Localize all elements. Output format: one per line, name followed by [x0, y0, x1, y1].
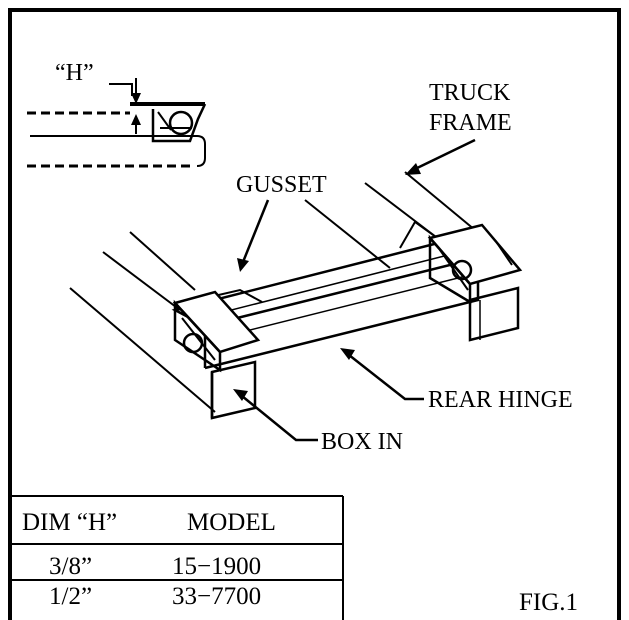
- rear-hinge-assembly: [171, 220, 523, 420]
- box-in-callout: BOX IN: [321, 429, 403, 455]
- truck-frame-callout-line2: FRAME: [429, 110, 512, 136]
- truck-frame-rails: [69, 171, 476, 413]
- truck-frame-callout-line1: TRUCK: [429, 80, 511, 106]
- table-cell-model: 15−1900: [172, 553, 261, 580]
- figure-border: [8, 8, 621, 620]
- detail-inset: [27, 78, 207, 168]
- figure-label: FIG.1: [519, 589, 578, 616]
- table-header-model: MODEL: [187, 509, 276, 536]
- rear-hinge-callout: REAR HINGE: [428, 387, 573, 413]
- table-cell-model: 33−7700: [172, 583, 261, 610]
- table-header-dim: DIM “H”: [22, 509, 117, 536]
- table-cell-dim: 3/8”: [49, 553, 92, 580]
- dim-h-callout: “H”: [55, 60, 94, 86]
- dimension-table: [10, 495, 344, 620]
- callout-leaders: [233, 138, 476, 442]
- gusset-callout: GUSSET: [236, 172, 327, 198]
- table-cell-dim: 1/2”: [49, 583, 92, 610]
